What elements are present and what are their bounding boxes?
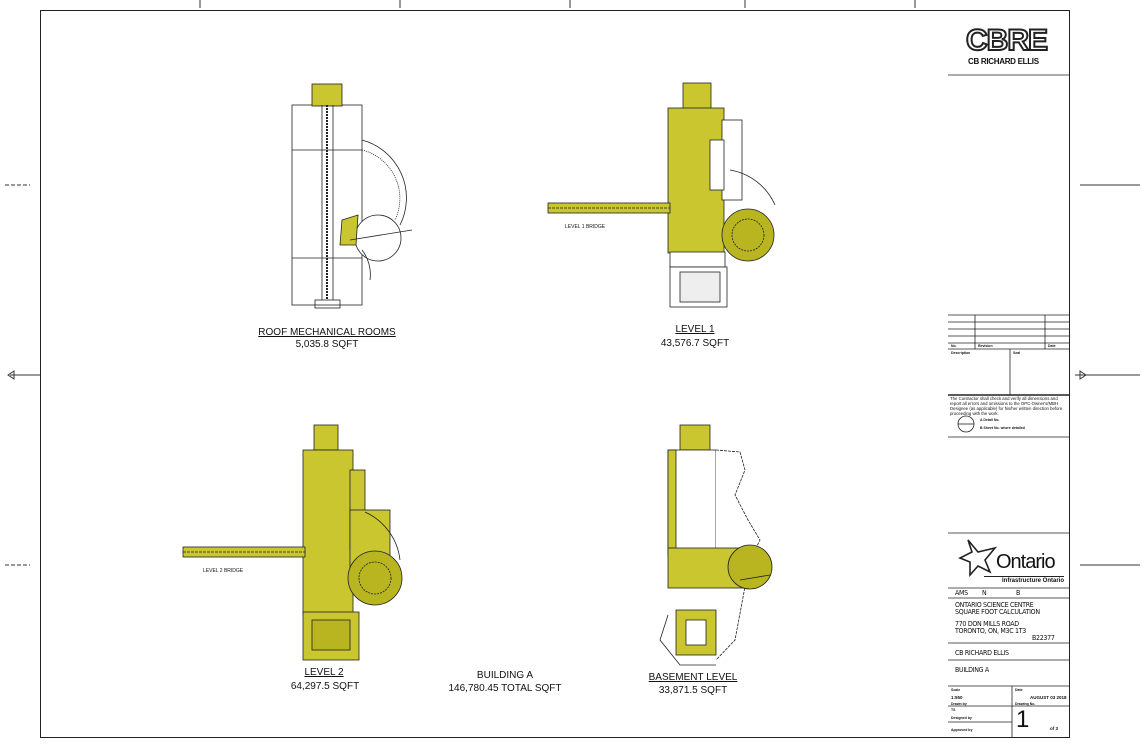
rev-date-header: Date	[1048, 344, 1056, 348]
seal-label: Seal	[1013, 351, 1021, 355]
level-1-area: 43,576.7 SQFT	[660, 338, 730, 349]
date-label: Date	[1015, 688, 1023, 692]
description-label: Description	[951, 351, 971, 355]
firm-name: CB RICHARD ELLIS	[955, 649, 1009, 657]
date-value: AUGUST 03 2018	[1030, 695, 1067, 700]
contractor-note: The Contractor shall check and verify al…	[950, 396, 1063, 416]
rev-no-header: No.	[951, 344, 957, 348]
building-number: B22377	[1032, 634, 1055, 642]
level-2-plan	[182, 424, 403, 661]
drawing-border	[40, 10, 1070, 738]
drawn-by-value: TS	[951, 708, 956, 712]
scale-value: 1:550	[951, 695, 963, 700]
sheet-of: of 3	[1050, 726, 1059, 731]
total-area: 146,780.45 TOTAL SQFT	[448, 683, 562, 694]
level-2-area: 64,297.5 SQFT	[290, 681, 360, 692]
level-1-bridge-label: LEVEL 1 BRIDGE	[565, 224, 606, 230]
basement-title: BASEMENT LEVEL	[648, 672, 738, 683]
rev-revision-header: Revision	[978, 344, 993, 348]
roof-plan-title: ROOF MECHANICAL ROOMS	[258, 327, 396, 338]
legend-a: A Detail No.	[980, 418, 1000, 422]
ontario-subtitle: Infrastructure Ontario	[984, 576, 1064, 584]
roof-plan-area: 5,035.8 SQFT	[295, 339, 359, 350]
ontario-trillium-logo	[958, 539, 998, 578]
scale-label: Scale	[951, 688, 961, 692]
level-1-plan	[547, 82, 776, 308]
drawn-by-label: Drawn by	[951, 702, 967, 706]
code-n: N	[982, 589, 987, 597]
level-2-bridge-label: LEVEL 2 BRIDGE	[203, 568, 244, 574]
code-ams: AMS	[955, 589, 968, 597]
designed-by-label: Designed by	[951, 716, 972, 720]
cbre-subtitle: CB RICHARD ELLIS	[968, 57, 1039, 66]
project-line-2: SQUARE FOOT CALCULATION	[955, 608, 1040, 616]
sheet-number: 1	[1016, 706, 1030, 733]
level-1-title: LEVEL 1	[675, 324, 715, 335]
drawing-title: BUILDING A	[955, 666, 989, 674]
approved-by-label: Approved by	[951, 728, 973, 732]
basement-area: 33,871.5 SQFT	[658, 685, 728, 696]
address-line-2: TORONTO, ON, M3C 1T3	[955, 627, 1027, 635]
building-label: BUILDING A	[476, 670, 534, 681]
legend-b: B Sheet No. where detailed	[980, 426, 1025, 430]
address-line-1: 770 DON MILLS ROAD	[955, 620, 1019, 628]
basement-plan	[659, 424, 773, 666]
level-2-title: LEVEL 2	[304, 667, 344, 678]
roof-plan	[291, 83, 413, 309]
ontario-wordmark: Ontario	[996, 551, 1056, 573]
project-line-1: ONTARIO SCIENCE CENTRE	[955, 601, 1034, 609]
cbre-logo: CBRE	[965, 24, 1049, 57]
drawing-no-label: Drawing No.	[1015, 702, 1036, 706]
code-b: B	[1016, 589, 1021, 597]
